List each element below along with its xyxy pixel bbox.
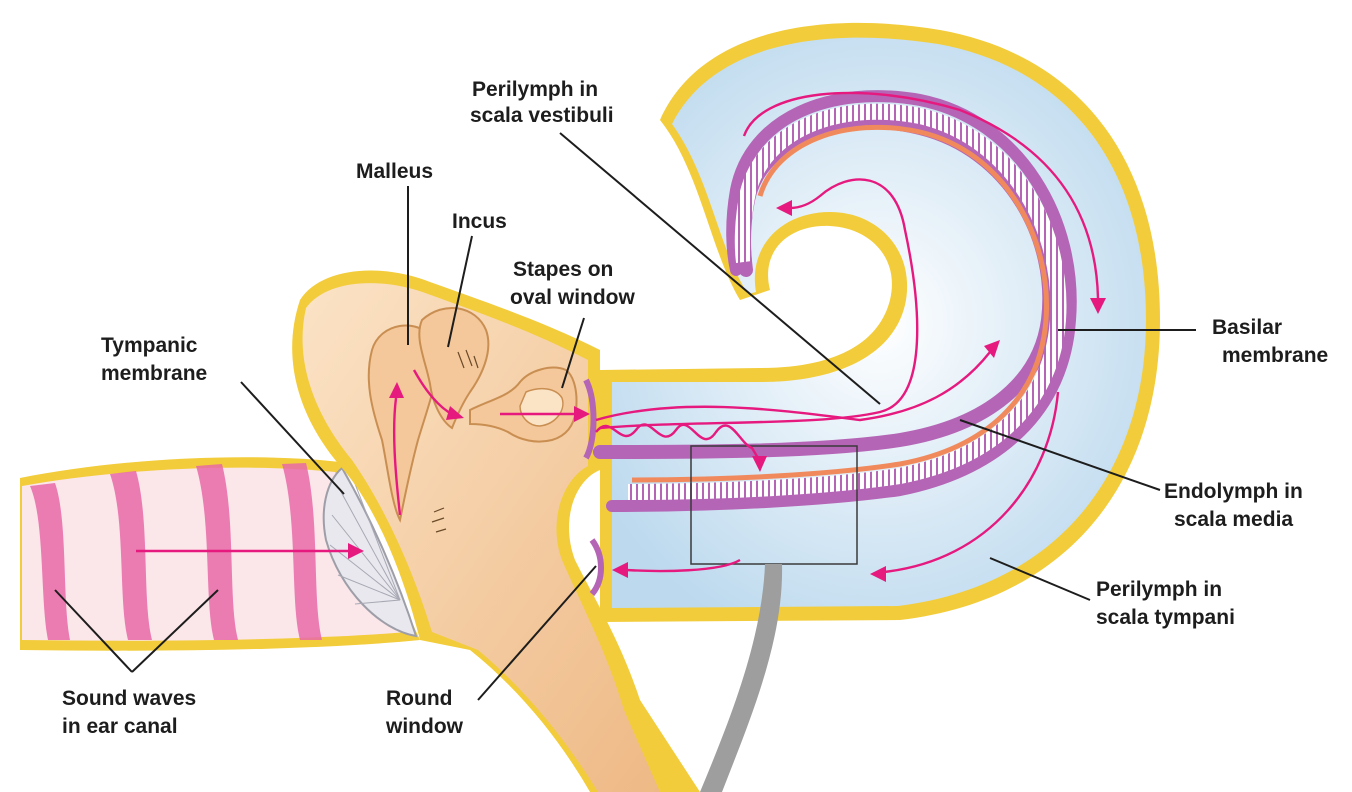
label-stapes: Stapes on oval window xyxy=(510,258,636,309)
label-line: oval window xyxy=(510,286,636,309)
label-line: Malleus xyxy=(356,160,433,183)
label-basilar: Basilar membrane xyxy=(1212,316,1328,367)
label-line: window xyxy=(385,715,464,738)
label-line: membrane xyxy=(101,362,207,385)
label-perilymph-tympani: Perilymph in scala tympani xyxy=(1096,578,1235,629)
label-endolymph: Endolymph in scala media xyxy=(1164,480,1303,531)
label-line: Stapes on xyxy=(513,258,613,281)
label-tympanic: Tympanic membrane xyxy=(101,334,207,385)
label-line: Perilymph in xyxy=(1096,578,1222,601)
label-line: scala vestibuli xyxy=(470,104,614,127)
label-line: Sound waves xyxy=(62,687,196,710)
label-line: in ear canal xyxy=(62,715,178,738)
label-round-window: Round window xyxy=(385,687,464,738)
label-line: Endolymph in xyxy=(1164,480,1303,503)
label-line: scala media xyxy=(1174,508,1293,531)
label-line: Round xyxy=(386,687,452,710)
label-malleus: Malleus xyxy=(356,160,433,183)
label-line: Perilymph in xyxy=(472,78,598,101)
label-line: Basilar xyxy=(1212,316,1282,339)
label-line: Incus xyxy=(452,210,507,233)
cochlea xyxy=(586,23,1160,622)
label-perilymph-vestibuli: Perilymph in scala vestibuli xyxy=(470,78,614,127)
label-line: membrane xyxy=(1222,344,1328,367)
label-line: Tympanic xyxy=(101,334,198,357)
label-sound-waves: Sound waves in ear canal xyxy=(62,687,196,738)
label-incus: Incus xyxy=(452,210,507,233)
label-line: scala tympani xyxy=(1096,606,1235,629)
